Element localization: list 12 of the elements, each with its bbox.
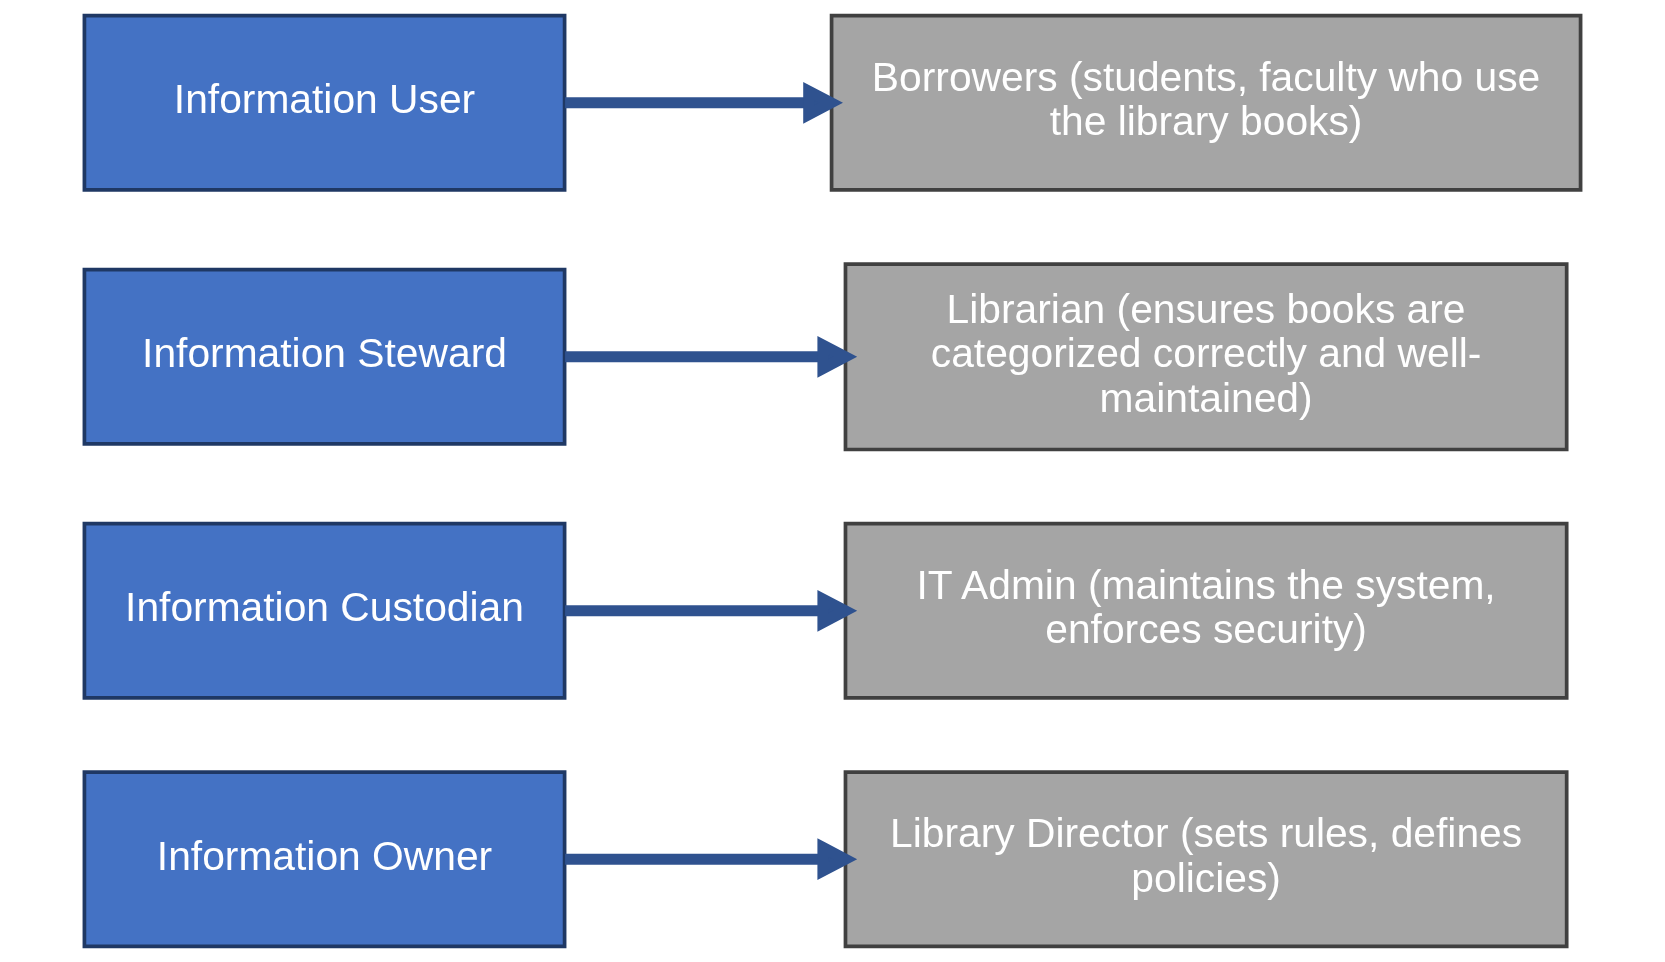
node-box: Borrowers (students, faculty who use the library books) — [829, 13, 1583, 192]
arrow — [565, 335, 858, 378]
node-box: Information Steward — [82, 267, 567, 446]
arrow — [565, 81, 843, 124]
arrow — [565, 838, 858, 881]
arrow — [565, 589, 858, 632]
node-box: Library Director (sets rules, defines policies) — [843, 770, 1569, 949]
node-box: Information User — [82, 13, 567, 192]
node-box: Information Owner — [82, 770, 567, 949]
node-box: Information Custodian — [82, 521, 567, 700]
node-box: Librarian (ensures books are categorized correctly and well-maintained) — [843, 262, 1569, 452]
node-box: IT Admin (maintains the system, enforces security) — [843, 521, 1569, 700]
